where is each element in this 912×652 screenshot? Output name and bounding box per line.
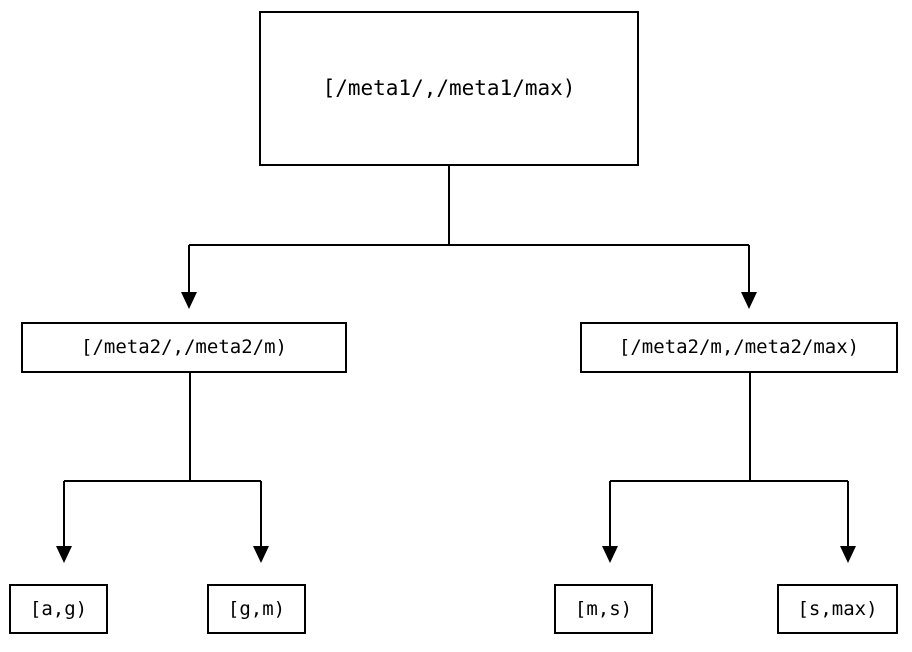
tree-node-leaf-m-s[interactable]: [m,s) [554,584,653,634]
arrowhead-to-meta2-high [741,292,757,309]
tree-node-leaf-g-m[interactable]: [g,m) [207,584,306,634]
tree-node-leaf-s-max[interactable]: [s,max) [777,584,898,634]
arrowhead-to-leaf-s-max [840,546,856,563]
tree-node-meta2-high-label: [/meta2/m,/meta2/max) [618,336,860,358]
edge-meta2-high-to-leaves-group [602,373,856,563]
tree-node-root[interactable]: [/meta1/,/meta1/max) [259,11,639,166]
tree-node-leaf-m-s-label: [m,s) [574,597,633,620]
arrowhead-to-meta2-low [181,292,197,309]
tree-node-meta2-low[interactable]: [/meta2/,/meta2/m) [21,322,347,373]
tree-node-leaf-a-g[interactable]: [a,g) [9,584,108,634]
tree-node-meta2-high[interactable]: [/meta2/m,/meta2/max) [580,322,898,373]
arrowhead-to-leaf-a-g [56,546,72,563]
arrowhead-to-leaf-m-s [602,546,618,563]
tree-node-leaf-a-g-label: [a,g) [29,597,88,620]
tree-node-root-label: [/meta1/,/meta1/max) [322,76,576,100]
edge-meta2-low-to-leaves-group [56,373,269,563]
edge-root-to-meta2-group [181,166,757,309]
tree-node-leaf-g-m-label: [g,m) [227,597,286,620]
tree-node-leaf-s-max-label: [s,max) [797,597,878,620]
tree-node-meta2-low-label: [/meta2/,/meta2/m) [81,336,287,358]
arrowhead-to-leaf-g-m [253,546,269,563]
